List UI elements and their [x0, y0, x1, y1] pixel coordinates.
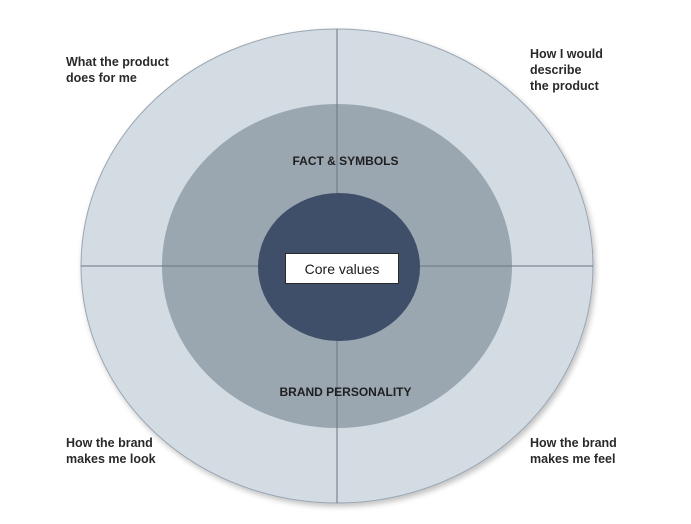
label-what-product-does: What the product does for me	[66, 54, 169, 86]
label-describe-product: How I would describe the product	[530, 46, 603, 94]
label-line: How the brand	[66, 436, 153, 450]
core-values-label: Core values	[304, 260, 380, 277]
core-values-box: Core values	[285, 253, 399, 284]
label-line: does for me	[66, 71, 137, 85]
label-line: What the product	[66, 55, 169, 69]
label-line: describe	[530, 63, 582, 77]
ring-label-brand-personality: BRAND PERSONALITY	[279, 385, 412, 399]
label-brand-feel: How the brand makes me feel	[530, 435, 617, 467]
ring-label-fact-symbols: FACT & SYMBOLS	[292, 154, 399, 168]
label-brand-look: How the brand makes me look	[66, 435, 156, 467]
label-line: How the brand	[530, 436, 617, 450]
label-line: How I would	[530, 47, 603, 61]
label-line: the product	[530, 79, 599, 93]
label-line: makes me look	[66, 452, 156, 466]
label-line: makes me feel	[530, 452, 616, 466]
